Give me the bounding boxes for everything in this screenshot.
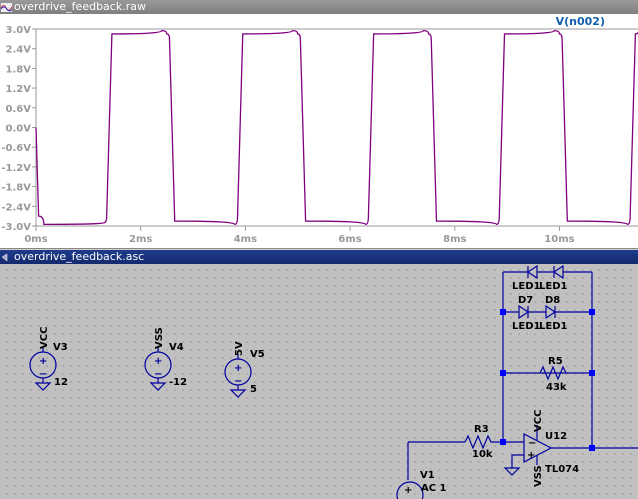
diode-model: LED1: [539, 321, 568, 332]
junctions: [500, 309, 595, 451]
resistor-r3[interactable]: R3 10k: [464, 424, 495, 460]
part-name: V4: [169, 342, 184, 353]
diode-model: LED1: [539, 281, 568, 292]
schematic-window-title: overdrive_feedback.asc: [14, 250, 145, 263]
y-tick-label: 2.4V: [6, 45, 32, 56]
minus-sign: −: [528, 438, 536, 449]
diode-d8[interactable]: D8 LED1: [539, 295, 568, 332]
net-label: VCC: [533, 410, 544, 432]
schematic-canvas[interactable]: VCC V3 12 + − VSS V4 -12 + − 5V V5 5 + −…: [0, 264, 638, 499]
waveform-icon: [0, 2, 13, 12]
part-value: 5: [250, 384, 257, 395]
schematic-icon: [1, 252, 12, 262]
y-tick-label: 0.0V: [6, 124, 32, 135]
x-tick-label: 10ms: [544, 234, 574, 245]
part-value: 10k: [472, 449, 493, 460]
minus-sign: −: [234, 376, 242, 387]
x-tick-label: 8ms: [443, 234, 466, 245]
series-line: [35, 29, 638, 226]
part-value: AC 1: [421, 483, 447, 494]
plot-window-titlebar[interactable]: overdrive_feedback.raw: [0, 0, 638, 14]
plus-sign: +: [404, 485, 412, 496]
part-name: D7: [518, 295, 533, 306]
legend-label: V(n002): [556, 15, 605, 28]
y-tick-label: -2.4V: [1, 202, 31, 213]
x-tick-label: 0ms: [24, 234, 47, 245]
part-value: -12: [169, 377, 187, 388]
y-tick-label: 1.8V: [6, 64, 32, 75]
voltage-source-v3[interactable]: VCC V3 12 + −: [29, 327, 68, 391]
part-name: U12: [545, 431, 567, 442]
net-label: 5V: [234, 341, 245, 356]
plot-window-title: overdrive_feedback.raw: [14, 0, 146, 13]
plus-sign: +: [234, 363, 242, 374]
part-name: V3: [53, 342, 68, 353]
part-name: V5: [250, 349, 265, 360]
diode-d7[interactable]: D7 LED1: [512, 295, 541, 332]
x-tick-label: 2ms: [129, 234, 152, 245]
part-name: D8: [545, 295, 560, 306]
y-tick-label: -0.6V: [1, 143, 31, 154]
diode-model: LED1: [512, 281, 541, 292]
part-name: R5: [548, 356, 563, 367]
part-value: 12: [54, 377, 68, 388]
net-label: VSS: [533, 465, 544, 487]
opamp-u12[interactable]: − + VCC VSS U12 TL074: [523, 410, 579, 487]
plot-svg: 3.0V 2.4V 1.8V 1.2V 0.6V 0.0V -0.6V -1.2V -1.8V -…: [1, 15, 638, 245]
part-value: TL074: [545, 464, 579, 475]
voltage-source-v5[interactable]: 5V V5 5 + −: [224, 341, 265, 398]
x-tick-label: 4ms: [234, 234, 257, 245]
plus-sign: +: [39, 356, 47, 367]
resistor-r5[interactable]: R5 43k: [539, 356, 567, 393]
y-tick-label: 1.2V: [6, 84, 32, 95]
part-name: V1: [420, 470, 435, 481]
voltage-source-v4[interactable]: VSS V4 -12 + −: [144, 327, 187, 391]
plus-sign: +: [527, 450, 535, 461]
plus-sign: +: [154, 356, 162, 367]
voltage-source-v1[interactable]: + V1 AC 1: [396, 470, 447, 499]
y-tick-label: -3.0V: [1, 222, 31, 233]
x-tick-label: 6ms: [338, 234, 361, 245]
y-tick-label: 0.6V: [6, 104, 32, 115]
y-tick-label: 3.0V: [6, 25, 32, 36]
diode-model: LED1: [512, 321, 541, 332]
schematic-window-titlebar[interactable]: overdrive_feedback.asc: [0, 250, 638, 264]
net-label: VCC: [39, 327, 50, 349]
y-tick-label: -1.8V: [1, 183, 31, 194]
diodes-top[interactable]: LED1 LED1: [512, 264, 568, 292]
waveform-plot[interactable]: 3.0V 2.4V 1.8V 1.2V 0.6V 0.0V -0.6V -1.2V -1.8V -…: [0, 14, 638, 249]
minus-sign: −: [154, 369, 162, 380]
minus-sign: −: [39, 369, 47, 380]
y-tick-label: -1.2V: [1, 163, 31, 174]
net-label: VSS: [154, 327, 165, 349]
part-value: 43k: [546, 382, 567, 393]
part-name: R3: [474, 424, 489, 435]
